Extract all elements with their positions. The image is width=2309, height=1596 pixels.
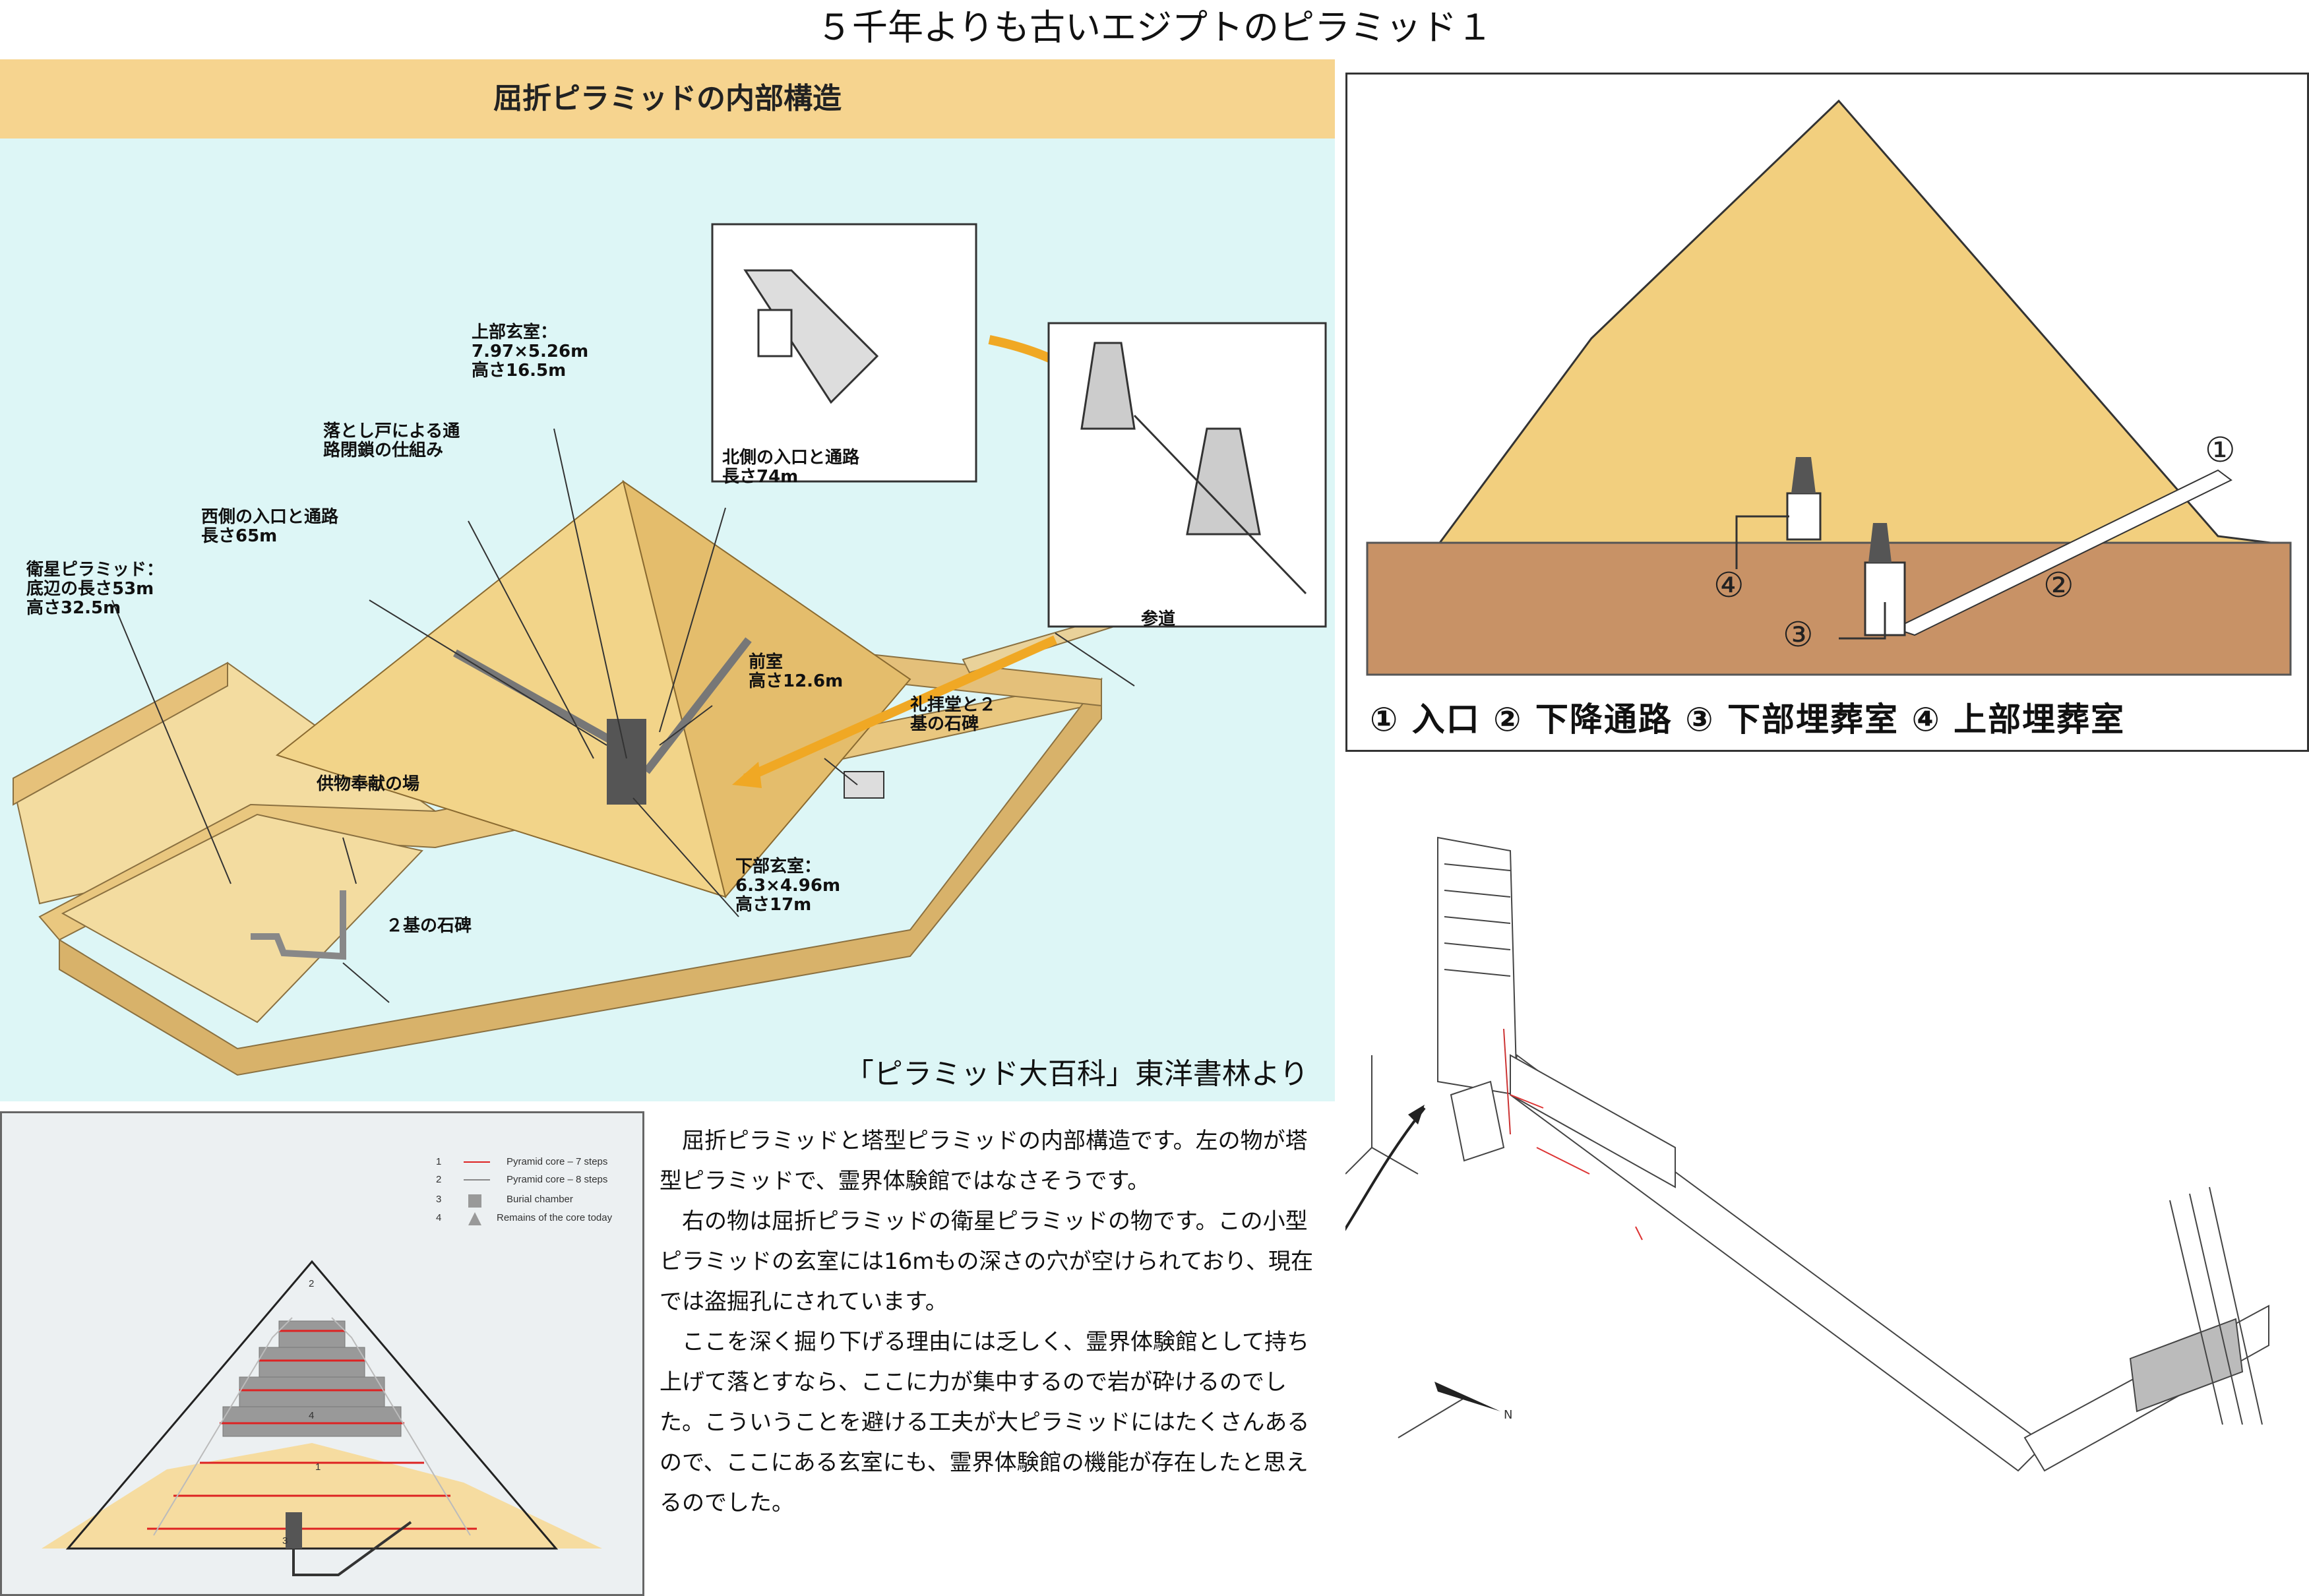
legend-text-4: Remains of the core today [497,1212,613,1223]
core-marker-4: 4 [309,1410,315,1421]
source-credit: 「ピラミッド大百科」東洋書林より [844,1057,1308,1091]
core-marker-3: 3 [282,1535,288,1547]
orange-arrow-main [743,635,1057,783]
paragraph-2: 右の物は屈折ピラミッドの衛星ピラミッドの物です。この小型ピラミッドの玄室には16… [660,1208,1313,1315]
paragraph-1: 屈折ピラミッドと塔型ピラミッドの内部構造です。左の物が塔型ピラミッドで、霊界体験… [660,1128,1308,1194]
label-lower-chamber: 下部玄室： 6.3×4.96m 高さ17m [735,857,841,915]
outer-pyramid-outline [65,1260,559,1550]
bent-pyramid-illustration [12,223,1327,1076]
marker-3: ③ [1783,615,1814,655]
legend-text-2: Pyramid core – 8 steps [507,1174,608,1185]
label-north-entrance: 北側の入口と通路 長さ74m [722,448,860,487]
legend-core-triangle [468,1212,481,1225]
legend-burial-square [468,1194,481,1208]
marker-4: ④ [1713,566,1744,605]
label-chapel: 礼拝堂と２ 基の石碑 [910,695,997,734]
core-steps [222,1320,402,1437]
compass-needle [1434,1382,1500,1411]
legend-text-1: Pyramid core – 7 steps [507,1156,608,1167]
label-offering-place: 供物奉献の場 [317,774,420,794]
pyramid-core-panel: 1 Pyramid core – 7 steps 2 Pyramid core … [0,1111,644,1596]
pyramid-cross-section [1366,99,2292,676]
satellite-passage-drawing [1345,836,2269,1472]
compass-north-label: N [1504,1408,1513,1422]
legend-num-1: 1 [436,1156,442,1167]
ground-layer [1366,541,2292,676]
chamber-block [607,719,646,805]
pyramid-face-south [622,479,911,899]
marker-2: ② [2043,566,2074,605]
legend-num-4: 4 [436,1212,442,1223]
enclosure-wall-outer [59,677,1102,1076]
satellite-courtyard [61,813,423,1024]
marker-1: ① [2205,431,2236,470]
label-upper-chamber: 上部玄室： 7.97×5.26m 高さ16.5m [472,322,589,381]
legend-num-3: 3 [436,1194,442,1205]
core-marker-1: 1 [315,1461,321,1473]
label-west-entrance: 西側の入口と通路 長さ65m [201,507,339,546]
inset-portcullis [711,223,977,483]
satellite-passage-panel: N [1345,778,2295,1583]
descending-passage [1893,469,2232,636]
pointer-arrow [1345,1107,1426,1231]
bent-pyramid-diagram-panel: 屈折ピラミッドの内部構造 [0,59,1335,1101]
pyramid-core-diagram [42,1161,602,1576]
paragraph-3: ここを深く掘り下げる理由には乏しく、霊界体験館として持ち上げて落とすなら、ここに… [660,1329,1310,1516]
diagram-banner: 屈折ピラミッドの内部構造 [0,59,1335,138]
pyramid-cross-section-panel: ① ② ③ ④ ① 入口 ② 下降通路 ③ 下部埋葬室 ④ 上部埋葬室 [1345,73,2309,752]
label-portcullis: 落とし戸による通 路閉鎖の仕組み [323,421,460,460]
label-causeway: 参道 [1141,609,1176,629]
pyramid-body [1438,99,2271,544]
upper-chamber [1786,492,1822,541]
legend-num-2: 2 [436,1174,442,1185]
legend-text-3: Burial chamber [507,1194,573,1205]
hatched-block [2129,1318,2244,1413]
label-satellite-pyramid: 衛星ピラミッド： 底辺の長さ53m 高さ32.5m [26,560,164,618]
enclosure-wall-west [13,661,228,806]
label-two-stelae: ２基の石碑 [386,916,472,936]
label-antechamber: 前室 高さ12.6m [749,652,844,691]
explanation-text: 屈折ピラミッドと塔型ピラミッドの内部構造です。左の物が塔型ピラミッドで、霊界体験… [660,1121,1319,1523]
cross-section-legend: ① 入口 ② 下降通路 ③ 下部埋葬室 ④ 上部埋葬室 [1370,700,2126,739]
core-marker-2: 2 [309,1278,315,1289]
page-title: ５千年よりも古いエジプトのピラミッド１ [816,7,1493,48]
